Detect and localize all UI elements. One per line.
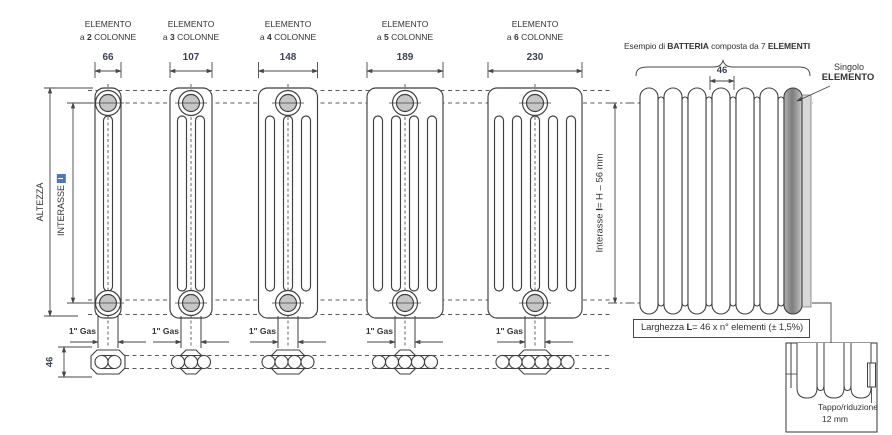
detail-box: [785, 342, 878, 433]
section-4-colonne: [261, 349, 315, 375]
dimension-lines: [44, 62, 583, 378]
hub-top: [92, 89, 124, 117]
single-element-label-line2: ELEMENTO: [821, 72, 875, 83]
battery-junctions: [657, 96, 785, 307]
cross-sections: [90, 349, 575, 375]
dim-altezza: [44, 87, 93, 317]
dim-width-66: [94, 62, 122, 78]
interasse-formula-label: Interasse I= H – 56 mm: [594, 153, 606, 253]
battery-tubes: [639, 87, 779, 315]
battery-caption: Esempio di BATTERIA composta da 7 ELEMEN…: [623, 41, 811, 51]
hub-bottom: [519, 289, 551, 317]
hub-top: [389, 89, 421, 117]
element-5-subtitle: a 6 COLONNE: [506, 32, 564, 42]
element-4-title: ELEMENTO: [381, 19, 429, 29]
element-5-width-dim: 230: [526, 52, 544, 63]
interasse-symbol: I: [56, 173, 66, 183]
altezza-label: ALTEZZA: [34, 182, 45, 222]
element-4-gas-label: 1" Gas: [365, 326, 393, 336]
dim-interasse: [67, 102, 93, 304]
hub-top: [519, 89, 551, 117]
dim-battery-46: [709, 76, 735, 90]
single-element-highlight: [783, 87, 803, 315]
single-element-label-line1: Singolo: [833, 62, 865, 72]
element-2-subtitle: a 3 COLONNE: [162, 32, 220, 42]
element-3-gas-label: 1" Gas: [248, 326, 276, 336]
hub-bottom: [92, 289, 124, 317]
element-5-gas-label: 1" Gas: [495, 326, 523, 336]
tappo-label-line2: 12 mm: [822, 414, 848, 424]
element-1-title: ELEMENTO: [84, 19, 132, 29]
section-3-colonne: [170, 349, 212, 375]
element-1-width-dim: 66: [102, 52, 114, 63]
section-height-dim: 46: [44, 356, 56, 368]
dim-width-148: [257, 62, 319, 78]
dim-width-230: [487, 62, 583, 78]
radiator-5-colonne: [366, 84, 444, 348]
section-2-colonne: [90, 349, 126, 375]
hub-bottom: [389, 289, 421, 317]
larghezza-box: [633, 319, 810, 338]
element-1-subtitle: a 2 COLONNE: [79, 32, 137, 42]
radiator-2-colonne: [92, 84, 124, 348]
element-2-gas-label: 1" Gas: [151, 326, 179, 336]
element-1-gas-label: 1" Gas: [68, 326, 96, 336]
hub-bottom: [175, 289, 207, 317]
battery-brace: [635, 58, 811, 77]
tappo-label-line1: Tappo/riduzione: [818, 402, 879, 412]
battery-element-width-dim: 46: [716, 65, 728, 76]
element-4-width-dim: 189: [396, 52, 414, 63]
radiator-4-colonne: [257, 84, 319, 348]
hub-top: [175, 89, 207, 117]
battery-assembly: [608, 58, 832, 343]
element-5-title: ELEMENTO: [511, 19, 559, 29]
element-3-title: ELEMENTO: [264, 19, 312, 29]
hub-top: [272, 89, 304, 117]
element-3-width-dim: 148: [279, 52, 297, 63]
element-4-subtitle: a 5 COLONNE: [376, 32, 434, 42]
radiator-6-colonne: [487, 84, 583, 348]
dim-width-189: [366, 62, 444, 78]
hub-bottom: [272, 289, 304, 317]
larghezza-formula-label: Larghezza L= 46 x n° elementi (± 1,5%): [640, 322, 803, 333]
dim-section-46: [58, 346, 92, 378]
detail-leader: [812, 302, 832, 343]
element-3-subtitle: a 4 COLONNE: [259, 32, 317, 42]
section-6-colonne: [495, 349, 575, 375]
interasse-label: INTERASSEI: [56, 173, 66, 236]
single-element-leader: [796, 85, 831, 102]
section-5-colonne: [371, 349, 439, 375]
radiator-3-colonne: [169, 84, 213, 348]
dim-width-107: [169, 62, 213, 78]
element-2-width-dim: 107: [182, 52, 200, 63]
element-2-title: ELEMENTO: [167, 19, 215, 29]
